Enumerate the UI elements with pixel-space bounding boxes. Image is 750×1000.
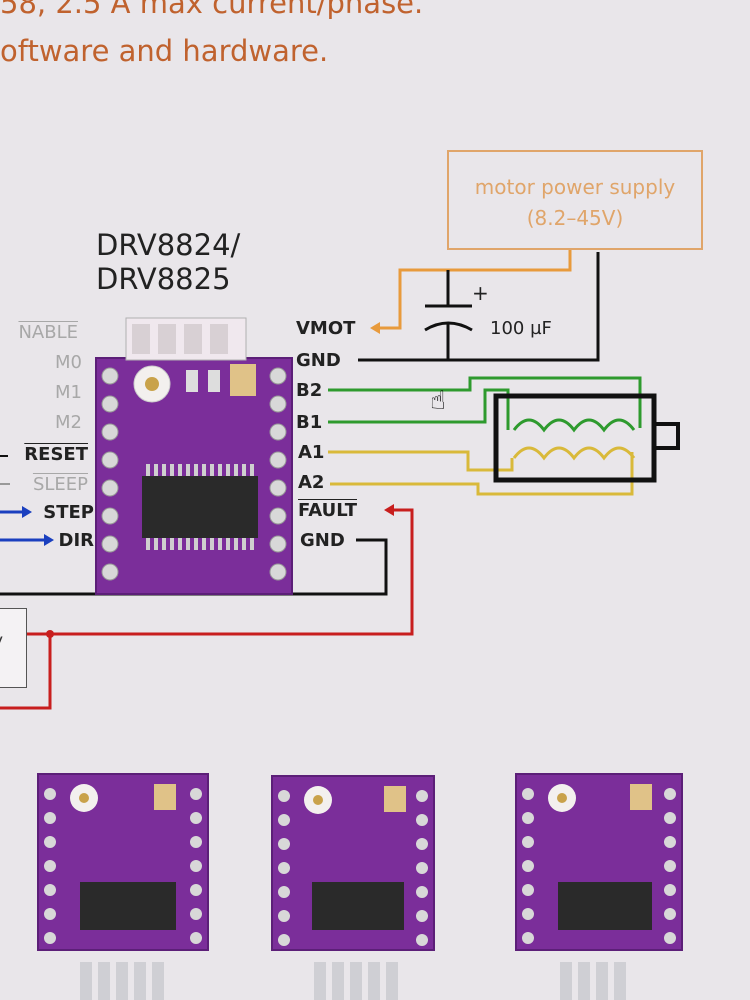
controller-box-label: y: [0, 631, 3, 651]
pin-b2: B2: [296, 380, 323, 401]
pin-reset: RESET: [24, 444, 88, 465]
pin-b1: B1: [296, 412, 323, 433]
motor-power-supply-box: motor power supply (8.2–45V): [447, 150, 703, 250]
power-supply-range: (8.2–45V): [526, 206, 624, 230]
step-arrow: [22, 506, 32, 518]
fault-arrow: [384, 504, 394, 516]
pin-vmot: VMOT: [296, 318, 356, 339]
stepper-motor: [493, 393, 657, 483]
vmot-arrow: [370, 322, 380, 334]
pin-step: STEP: [43, 502, 94, 523]
driver-board-thumb-3: [515, 773, 683, 951]
chip-title-line-2: DRV8825: [96, 262, 231, 296]
hand-cursor-icon: ☝: [430, 386, 446, 416]
chip-title-line-1: DRV8824/: [96, 228, 241, 262]
pin-gnd-power: GND: [296, 350, 341, 371]
pin-m2: M2: [55, 412, 82, 433]
driver-board-thumb-2: [271, 775, 435, 951]
capacitor-value: 100 µF: [490, 318, 552, 339]
pin-m1: M1: [55, 382, 82, 403]
coil-a: [512, 446, 636, 461]
bottom-header-strips: [80, 962, 626, 1000]
header-line-2: oftware and hardware.: [0, 34, 329, 68]
gnd-wire: [358, 252, 600, 362]
pin-dir: DIR: [58, 530, 95, 551]
chip-title: DRV8824/ DRV8825: [96, 228, 240, 296]
pin-m0: M0: [55, 352, 82, 373]
driver-ic: [142, 476, 258, 538]
fault-wire: [0, 508, 414, 710]
pin-a2: A2: [298, 472, 325, 493]
pin-a1: A1: [298, 442, 325, 463]
a1-wire: [328, 450, 514, 472]
motor-shaft: [652, 422, 680, 450]
power-supply-label: motor power supply: [474, 175, 676, 199]
header-line-1: 58, 2.5 A max current/phase.: [0, 0, 424, 20]
vmot-wire: [378, 250, 572, 330]
a2-wire: [330, 452, 634, 496]
pin-enable: NABLE: [18, 322, 78, 343]
capacitor-polarity: +: [472, 281, 489, 305]
cap-component: [230, 364, 256, 396]
coil-b: [512, 418, 636, 433]
pin-gnd-logic: GND: [300, 530, 345, 551]
driver-board-main: [95, 317, 293, 595]
pin-sleep: SLEEP: [32, 474, 88, 495]
b1-wire: [328, 388, 510, 430]
pin-fault: FAULT: [298, 500, 357, 521]
controller-box: y: [0, 608, 27, 688]
driver-board-thumb-1: [37, 773, 209, 951]
dir-arrow: [44, 534, 54, 546]
